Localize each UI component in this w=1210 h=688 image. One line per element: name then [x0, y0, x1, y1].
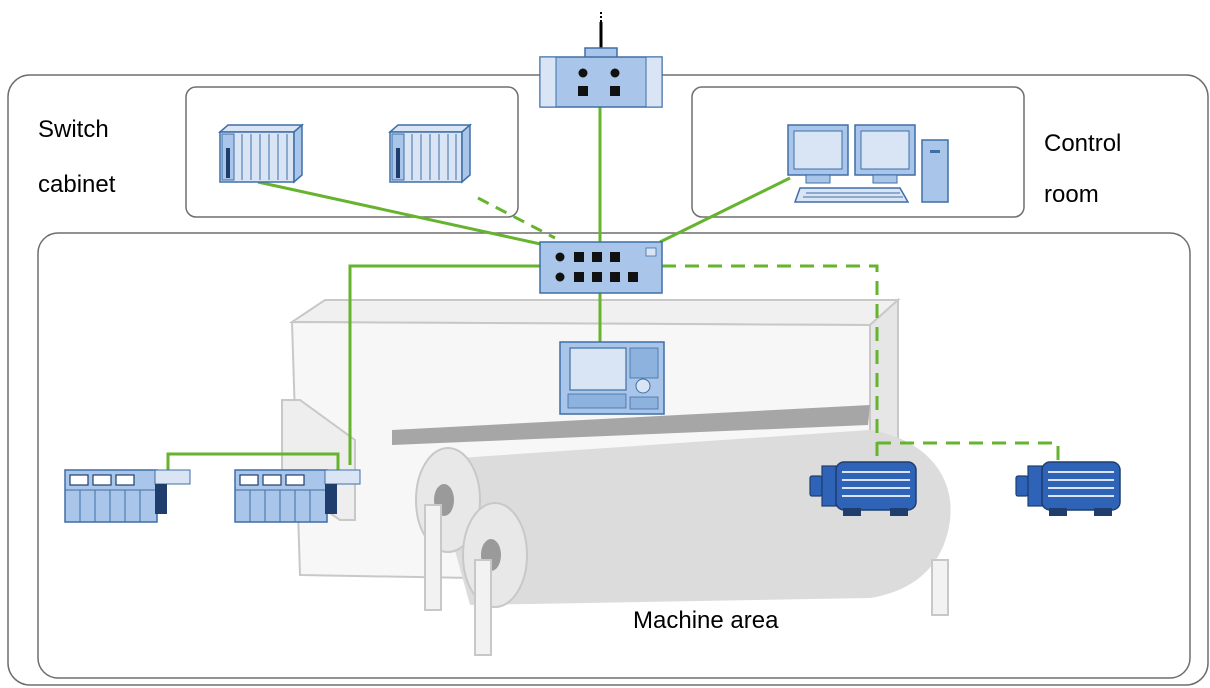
- switch-cabinet-label-line2: cabinet: [38, 171, 116, 198]
- workstation-icon: [787, 124, 949, 203]
- io-station-icon-2: [234, 469, 361, 523]
- link-switch-io2: [348, 264, 540, 465]
- network-links: [166, 107, 1060, 470]
- control-room-label-line1: Control: [1044, 130, 1122, 157]
- access-point-icon: [539, 12, 663, 108]
- control-room-label-line2: room: [1044, 181, 1099, 208]
- plc-rack-icon-2: [388, 123, 472, 184]
- motor-icon-2: [1015, 461, 1121, 516]
- link-workstation-switch: [659, 176, 791, 244]
- link-plc2-switch: [477, 196, 556, 240]
- link-plc1-switch: [257, 180, 546, 247]
- link-io2-io1: [166, 452, 340, 470]
- machine-area-label: Machine area: [633, 607, 779, 634]
- hmi-panel-icon: [559, 341, 665, 415]
- link-motor1-motor2: [877, 441, 1060, 462]
- switch-cabinet-label-line1: Switch: [38, 116, 109, 143]
- io-station-icon-1: [64, 469, 191, 523]
- link-switch-motor1: [662, 264, 879, 462]
- plc-rack-icon-1: [218, 123, 304, 184]
- motor-icon-1: [809, 461, 917, 516]
- network-switch-icon: [539, 241, 663, 294]
